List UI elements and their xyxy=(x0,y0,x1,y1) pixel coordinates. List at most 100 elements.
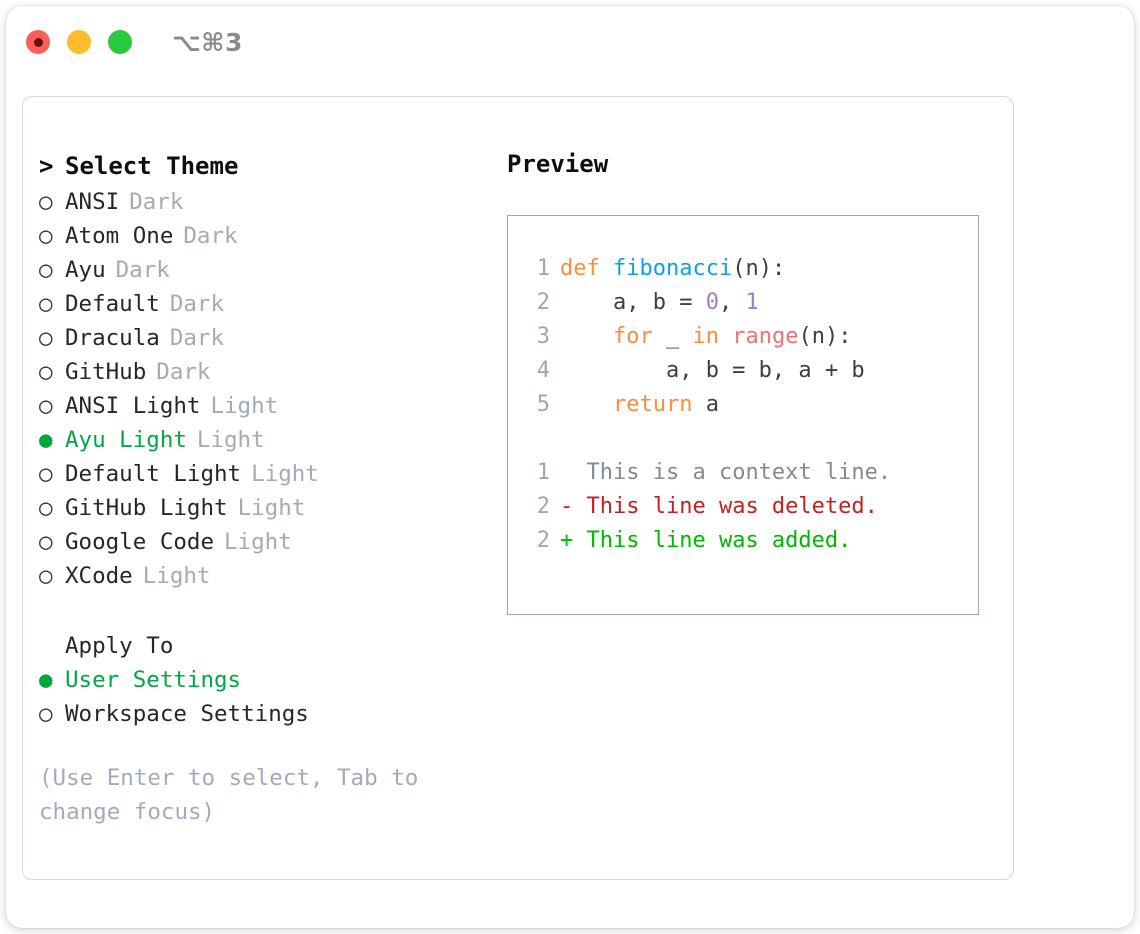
theme-name: ANSI xyxy=(65,189,120,215)
section-spacer xyxy=(39,593,469,629)
theme-name: Google Code xyxy=(65,529,215,555)
maximize-button[interactable] xyxy=(108,30,132,54)
window-controls xyxy=(26,30,132,54)
theme-variant-badge: Light xyxy=(251,461,319,487)
code-token: for xyxy=(612,324,653,349)
line-number: 3 xyxy=(536,324,550,349)
theme-list-item[interactable]: ○ Ayu Dark xyxy=(39,253,469,287)
theme-list-item[interactable]: ○ Default Dark xyxy=(39,287,469,321)
title-bar: ⌥⌘3 xyxy=(6,6,1134,82)
radio-selected-icon: ● xyxy=(39,427,53,453)
code-token: (n): xyxy=(732,256,786,281)
code-token: a, b = b, a + b xyxy=(560,358,865,383)
diff-marker: - xyxy=(560,494,587,519)
preview-title: Preview xyxy=(507,150,609,178)
select-theme-heading: > Select Theme xyxy=(39,147,469,185)
radio-unselected-icon: ○ xyxy=(39,701,53,727)
theme-variant-badge: Light xyxy=(224,529,292,555)
theme-name: XCode xyxy=(65,563,133,589)
radio-unselected-icon: ○ xyxy=(39,257,53,283)
code-token: (n): xyxy=(798,324,852,349)
theme-list-item[interactable]: ○ Google Code Light xyxy=(39,525,469,559)
code-line: 1 def fibonacci(n): xyxy=(508,252,978,286)
theme-name: Atom One xyxy=(65,223,174,249)
theme-variant-badge: Dark xyxy=(169,325,225,351)
code-token: fibonacci xyxy=(612,256,733,281)
diff-marker xyxy=(560,456,587,490)
theme-variant-badge: Dark xyxy=(129,189,184,215)
code-token xyxy=(560,320,613,354)
diff-line: 2+ This line was added. xyxy=(508,524,978,558)
theme-name: Ayu Light xyxy=(65,427,187,453)
apply-to-heading: Apply To xyxy=(39,629,469,663)
radio-selected-icon: ● xyxy=(39,667,53,693)
radio-unselected-icon: ○ xyxy=(39,461,53,487)
theme-name: Default xyxy=(65,291,160,317)
code-token: in xyxy=(692,324,719,349)
line-number: 1 xyxy=(536,460,550,485)
radio-unselected-icon: ○ xyxy=(39,325,53,351)
theme-name: GitHub Light xyxy=(65,495,228,521)
line-number: 1 xyxy=(536,256,550,281)
code-line: 5 return a xyxy=(508,388,978,422)
theme-variant-badge: Light xyxy=(210,393,279,419)
code-token: a, b = xyxy=(560,290,706,315)
code-line: 3 for _ in range(n): xyxy=(508,320,978,354)
theme-name: Dracula xyxy=(65,325,160,351)
line-number: 2 xyxy=(536,494,550,519)
theme-variant-badge: Dark xyxy=(169,291,225,317)
code-token: , xyxy=(718,290,746,315)
code-token xyxy=(719,320,732,354)
theme-variant-badge: Light xyxy=(237,495,306,521)
theme-variant-badge: Light xyxy=(196,427,265,453)
hint-spacer xyxy=(39,731,469,761)
code-token: a xyxy=(692,392,719,417)
page-title: Select Theme xyxy=(65,152,239,180)
theme-variant-badge: Dark xyxy=(156,359,211,385)
code-token: 1 xyxy=(745,290,759,315)
apply-to-item[interactable]: ○ Workspace Settings xyxy=(39,697,469,731)
diff-marker: + xyxy=(560,528,587,553)
minimize-button[interactable] xyxy=(67,30,91,54)
theme-list-item[interactable]: ○ Dracula Dark xyxy=(39,321,469,355)
radio-unselected-icon: ○ xyxy=(39,529,53,555)
theme-name: ANSI Light xyxy=(65,393,201,419)
code-token: return xyxy=(612,392,693,417)
code-line: 2 a, b = 0, 1 xyxy=(508,286,978,320)
apply-to-item[interactable]: ●User Settings xyxy=(39,663,469,697)
code-line: 4 a, b = b, a + b xyxy=(508,354,978,388)
diff-text: This is a context line. xyxy=(586,460,892,485)
theme-list-item[interactable]: ● Ayu Light Light xyxy=(39,423,469,457)
prompt-caret-icon: > xyxy=(39,152,54,180)
theme-name: Ayu xyxy=(65,257,106,283)
code-token: def xyxy=(560,256,613,281)
diff-text: This line was deleted. xyxy=(586,494,878,519)
code-token: _ xyxy=(652,324,693,349)
code-token: 0 xyxy=(705,290,719,315)
close-button[interactable] xyxy=(26,30,50,54)
diff-text: This line was added. xyxy=(586,528,852,553)
code-token xyxy=(560,388,613,422)
keyboard-hint-text: (Use Enter to select, Tab to change focu… xyxy=(39,765,432,825)
theme-variant-badge: Dark xyxy=(115,257,170,283)
radio-unselected-icon: ○ xyxy=(39,291,53,317)
radio-unselected-icon: ○ xyxy=(39,563,53,589)
apply-to-label-text: Workspace Settings xyxy=(65,701,309,727)
line-number: 2 xyxy=(536,290,550,315)
code-blank-line xyxy=(508,422,978,456)
radio-unselected-icon: ○ xyxy=(39,223,53,249)
apply-to-label: Apply To xyxy=(65,633,174,659)
